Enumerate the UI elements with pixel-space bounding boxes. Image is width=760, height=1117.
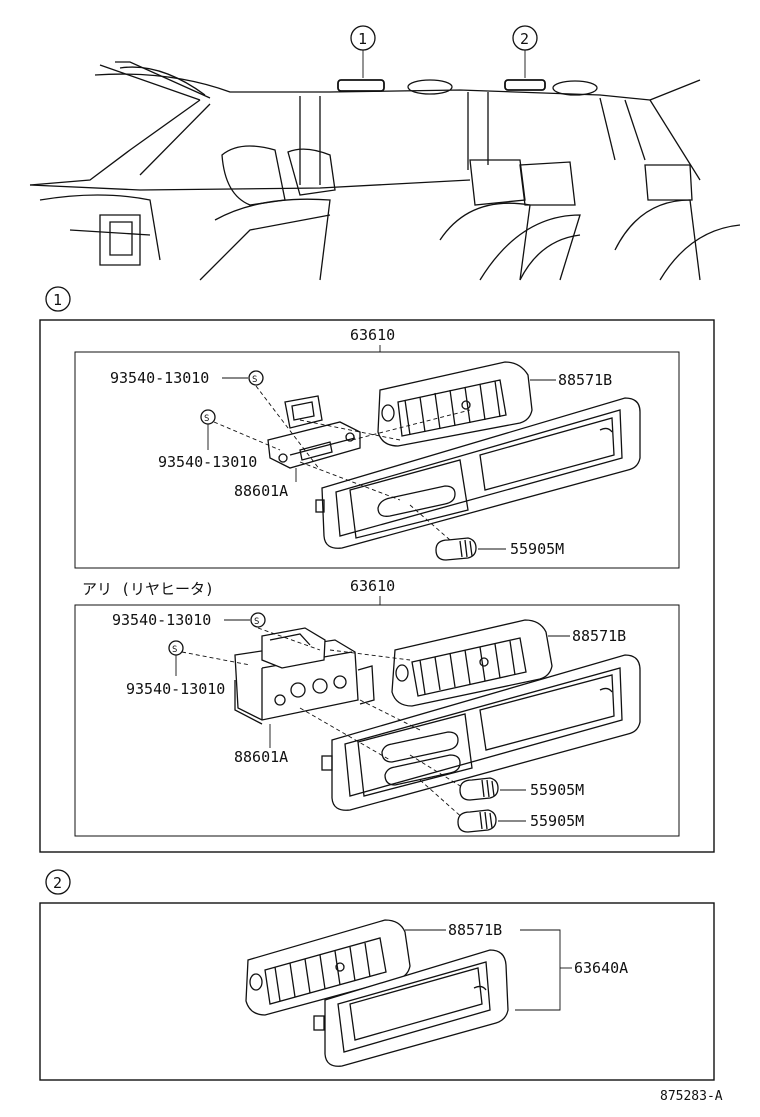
- lower-screw-a-symbol: S: [254, 617, 259, 627]
- lower-variant-label: アリ (リヤヒータ): [82, 580, 214, 598]
- upper-knob-unit-number: 88601A: [234, 482, 288, 500]
- upper-knob-unit: [267, 395, 361, 469]
- lower-screw-b-symbol: S: [172, 645, 177, 655]
- vent-location-2: [504, 79, 546, 91]
- section-2-marker: [45, 869, 71, 895]
- lower-screw-a-number: 93540-13010: [112, 611, 211, 629]
- lower-assembly-number: 63610: [350, 577, 395, 595]
- section-2-assembly-number: 63640A: [574, 959, 628, 977]
- callout-2-label: 2: [520, 30, 529, 48]
- upper-screw-b-number: 93540-13010: [158, 453, 257, 471]
- section-2-louver-number: 88571B: [448, 921, 502, 939]
- section-1-marker: [45, 286, 71, 312]
- figure-code: 875283-A: [660, 1089, 723, 1104]
- section-2-frame: [39, 902, 715, 1081]
- upper-louver-number: 88571B: [558, 371, 612, 389]
- vent-location-1: [337, 79, 385, 92]
- upper-louver: [377, 361, 533, 447]
- lower-louver-number: 88571B: [572, 627, 626, 645]
- upper-screw-b-symbol: S: [204, 414, 209, 424]
- upper-screw-a-number: 93540-13010: [110, 369, 209, 387]
- section-2-louver: [245, 919, 411, 1016]
- upper-knob-number: 55905M: [510, 540, 564, 558]
- section-2-marker-label: 2: [53, 874, 62, 892]
- upper-screw-a-symbol: S: [252, 375, 257, 385]
- upper-assembly-number: 63610: [350, 326, 395, 344]
- lower-knob-unit-number: 88601A: [234, 748, 288, 766]
- lower-knob-unit: [234, 627, 375, 725]
- vehicle-interior-overview: [29, 25, 741, 281]
- upper-screw-a-icon: [248, 370, 264, 386]
- lower-bezel: [321, 654, 641, 811]
- section-2-bezel: [313, 949, 509, 1067]
- lower-knob-a-number: 55905M: [530, 781, 584, 799]
- lower-knob-b-number: 55905M: [530, 812, 584, 830]
- lower-louver: [391, 619, 553, 707]
- section-1-frame: [39, 319, 715, 853]
- lower-screw-b-number: 93540-13010: [126, 680, 225, 698]
- lower-panel-frame: [74, 604, 680, 837]
- lower-screw-a-icon: [250, 612, 266, 628]
- callout-1-label: 1: [358, 30, 367, 48]
- section-1-marker-label: 1: [53, 291, 62, 309]
- upper-bezel: [315, 397, 641, 549]
- upper-panel-frame: [74, 351, 680, 569]
